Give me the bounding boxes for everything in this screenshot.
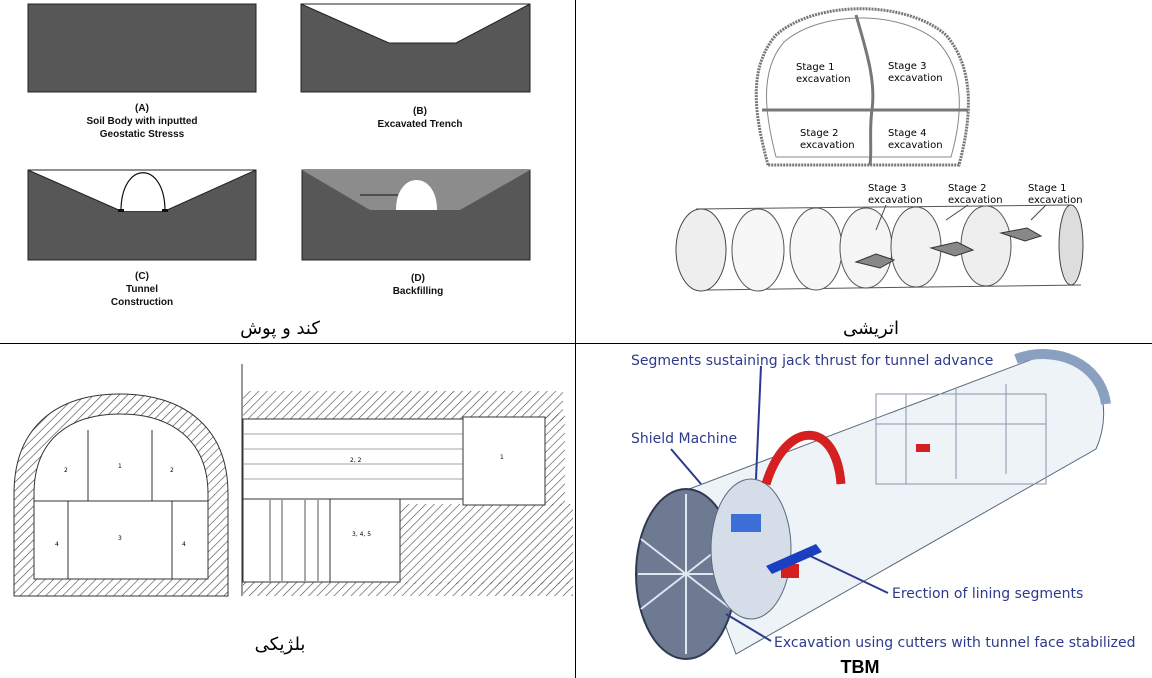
tbm-shield-body — [710, 478, 792, 620]
profile-bottom-hatch — [243, 582, 573, 596]
profile-label-22: 2, 2 — [350, 457, 362, 464]
panel-b-letter: (B) — [413, 106, 427, 117]
annotation-excavation: Excavation using cutters with tunnel fac… — [774, 635, 1135, 651]
annotation-segments: Segments sustaining jack thrust for tunn… — [631, 353, 993, 369]
cut-cover-panel: (A) Soil Body with inputted Geostatic St… — [0, 0, 575, 343]
tunnel-top-line — [695, 204, 1072, 210]
panel-c-line2: Construction — [110, 297, 174, 308]
section-label-2a: Stage 2 — [800, 128, 838, 139]
leader-stage1 — [1030, 204, 1047, 221]
tunnel-bottom-line — [705, 284, 1082, 291]
tbm-caption: TBM — [840, 657, 880, 677]
cut-cover-caption: کند و پوش — [240, 318, 320, 339]
section-label-1a: Stage 1 — [796, 62, 834, 73]
tunnel-arch-c — [120, 172, 166, 212]
leader-shield — [670, 448, 702, 485]
leader-stage3 — [875, 204, 887, 231]
tunnel-ring-1 — [731, 208, 785, 292]
profile-roof-hatch — [243, 391, 563, 421]
section-outer — [754, 7, 970, 167]
leader-stage2 — [945, 204, 969, 221]
austrian-caption: اتریشی — [842, 318, 899, 339]
tbm-panel: Segments sustaining jack thrust for tunn… — [576, 344, 1152, 678]
tunnel-arch-d — [396, 180, 437, 210]
tbm-red-segment — [916, 444, 930, 452]
tunnel-label-1b: excavation — [1028, 195, 1083, 206]
panel-a-line2: Geostatic Stresss — [99, 129, 185, 140]
tbm-blue-segment — [766, 544, 822, 574]
section-inner — [766, 17, 960, 158]
section-label-3b: excavation — [888, 73, 943, 84]
profile-props — [269, 500, 319, 581]
section-label-1b: excavation — [796, 74, 851, 85]
tbm-diagram: Segments sustaining jack thrust for tunn… — [631, 349, 1135, 660]
cut-cover-diagram — [27, 3, 531, 261]
tunnel-label-2b: excavation — [948, 195, 1003, 206]
soil-body-a — [27, 3, 257, 93]
austrian-diagram: Stage 1 excavation Stage 3 excavation St… — [675, 7, 1084, 292]
leader-erection — [805, 553, 889, 594]
leader-excavation — [725, 613, 772, 642]
tbm-tunnel-ring-top — [1014, 349, 1111, 405]
tunnel-ring-5 — [960, 205, 1012, 287]
panel-d-line1: Backfilling — [392, 286, 444, 297]
profile-box-1 — [462, 416, 546, 506]
tbm-gantry — [875, 384, 1047, 485]
tunnel-ring-2 — [789, 207, 843, 291]
tunnel-machines — [854, 227, 1043, 269]
profile-label-1: 1 — [500, 454, 504, 461]
tunnel-label-3a: Stage 3 — [868, 183, 906, 194]
panel-b-label: (B) Excavated Trench — [360, 105, 480, 131]
tbm-red-erector — [761, 430, 846, 486]
profile-brick-zone — [242, 418, 464, 500]
panel-d-label: (D) Backfilling — [376, 272, 460, 298]
panel-b-line1: Excavated Trench — [377, 119, 463, 130]
tunnel-label-1a: Stage 1 — [1028, 183, 1066, 194]
profile-brick-lines — [243, 433, 463, 480]
austrian-panel: Stage 1 excavation Stage 3 excavation St… — [576, 0, 1152, 343]
panel-d-letter: (D) — [411, 273, 425, 284]
tunnel-footing-right — [162, 209, 168, 212]
annotation-shield: Shield Machine — [631, 431, 737, 447]
section-num-d: 4 — [55, 541, 59, 548]
tunnel-end-right — [1058, 204, 1084, 286]
vertical-divider — [575, 0, 576, 678]
section-label-3a: Stage 3 — [888, 61, 926, 72]
section-label-4b: excavation — [888, 140, 943, 151]
horizontal-divider — [0, 343, 1152, 344]
profile-bottom-step — [400, 504, 573, 584]
tunnel-label-2a: Stage 2 — [948, 183, 986, 194]
tunnel-footing-left — [118, 209, 124, 212]
section-label-4a: Stage 4 — [888, 128, 926, 139]
profile-label-345: 3, 4, 5 — [352, 531, 371, 538]
section-num-f: 4 — [182, 541, 186, 548]
section-label-2b: excavation — [800, 140, 855, 151]
belgian-diagram: 2 1 2 4 3 4 1 2, 2 3, 4, 5 — [13, 364, 573, 597]
section-num-c: 2 — [170, 467, 174, 474]
tunnel-ring-3 — [839, 207, 893, 289]
section-num-b: 1 — [118, 463, 122, 470]
tunnel-label-3b: excavation — [868, 195, 923, 206]
section-num-e: 3 — [118, 535, 122, 542]
panel-c-line1: Tunnel — [125, 284, 159, 295]
profile-box-345 — [329, 498, 401, 583]
leader-segments — [755, 365, 762, 480]
section-v-divider — [854, 14, 875, 166]
panel-a-line1: Soil Body with inputted — [86, 116, 198, 127]
panel-c-label: (C) Tunnel Construction — [100, 270, 184, 309]
tbm-blue-jack — [731, 514, 761, 532]
belgian-panel: 2 1 2 4 3 4 1 2, 2 3, 4, 5 بلژیکی — [0, 344, 575, 678]
panel-a-letter: (A) — [135, 103, 149, 114]
trench-b — [300, 3, 531, 44]
profile-wall-hatch — [545, 414, 565, 506]
tunnel-end-left — [675, 208, 727, 292]
section-num-a: 2 — [64, 467, 68, 474]
panel-a-label: (A) Soil Body with inputted Geostatic St… — [80, 102, 204, 141]
panel-c-letter: (C) — [135, 271, 149, 282]
annotation-erection: Erection of lining segments — [892, 586, 1083, 602]
belgian-section-inner — [33, 413, 209, 580]
belgian-caption: بلژیکی — [254, 634, 306, 655]
